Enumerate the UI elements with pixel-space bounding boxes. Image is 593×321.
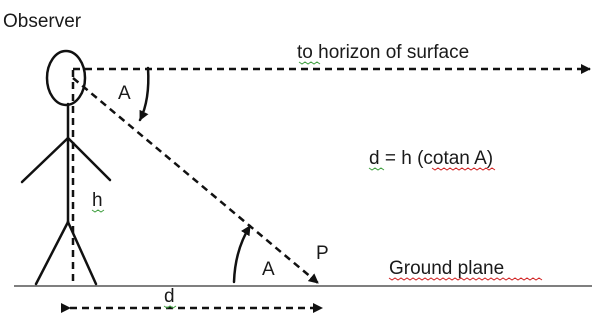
point-label: P [316, 243, 329, 264]
observer-label: Observer [3, 11, 82, 32]
spell-underline-h [91, 209, 105, 213]
observer-left-leg [34, 220, 70, 286]
observer-left-arm [20, 136, 70, 184]
angle-bottom-label: A [262, 259, 275, 280]
height-label: h [92, 190, 103, 211]
spell-underline-cotan [431, 167, 496, 171]
angle-arc-bottom [232, 224, 252, 284]
horizon-label: to horizon of surface [297, 42, 469, 63]
formula-label: d = h (cotan A) [369, 148, 493, 169]
spell-underline-dist [163, 305, 177, 309]
sight-line [72, 77, 319, 284]
observer-head [45, 49, 87, 107]
angle-top-label: A [118, 83, 131, 104]
stick-figure [20, 49, 112, 286]
spell-underline-ground [388, 277, 543, 281]
observer-right-arm [66, 136, 112, 182]
spell-underline-to [298, 61, 321, 65]
distance-label: d [164, 286, 175, 307]
spell-underline-d [368, 167, 385, 171]
ground-label: Ground plane [389, 258, 504, 279]
angle-arc-top [138, 66, 150, 122]
